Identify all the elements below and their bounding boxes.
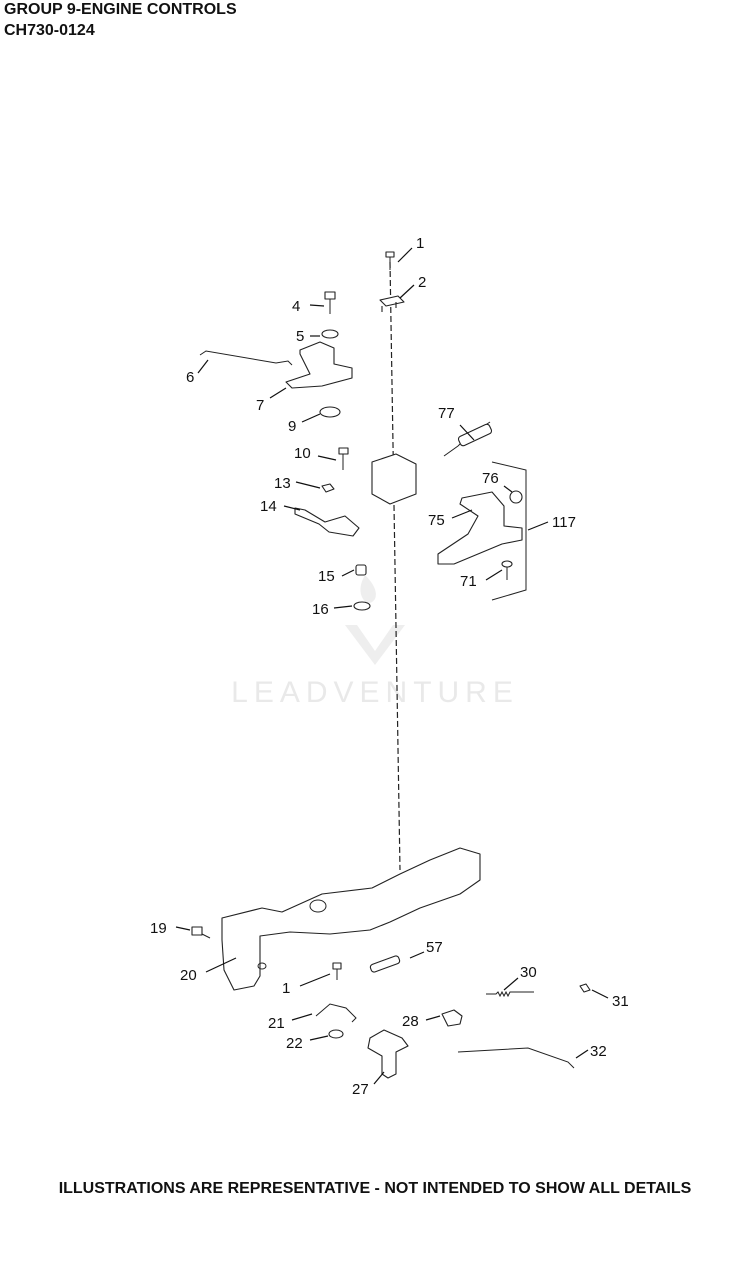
part-clip	[379, 295, 405, 312]
part-link-rod	[199, 350, 293, 366]
part-bolt	[324, 291, 336, 314]
part-lever	[294, 507, 360, 537]
part-bracket	[285, 341, 353, 389]
part-nut	[321, 483, 335, 493]
callout-1: 1	[416, 235, 424, 252]
callout-9: 9	[288, 418, 296, 435]
callout-labels: 1 2 4 5 6 7 9 10 13 14 15 16 77 76 75 11…	[150, 235, 629, 1098]
callout-21: 21	[268, 1015, 285, 1032]
callout-32: 32	[590, 1043, 607, 1060]
callout-20: 20	[180, 967, 197, 984]
part-base-plate	[221, 847, 481, 991]
callout-6: 6	[186, 369, 194, 386]
callout-75: 75	[428, 512, 445, 529]
callout-2: 2	[418, 274, 426, 291]
base-plate-hole	[309, 899, 327, 913]
part-spring-coil	[457, 423, 493, 447]
part-choke-lever	[367, 1029, 409, 1079]
part-spring-clip	[315, 1003, 357, 1023]
part-extension-spring	[369, 955, 401, 973]
part-spring-washer	[353, 601, 371, 611]
group-title: GROUP 9-ENGINE CONTROLS	[4, 1, 237, 18]
disclaimer-footer: ILLUSTRATIONS ARE REPRESENTATIVE - NOT I…	[58, 1180, 692, 1197]
part-control-rod	[457, 1047, 575, 1069]
part-flange-bolt	[191, 926, 211, 939]
callout-4: 4	[292, 298, 300, 315]
part-lock-nut	[328, 1029, 344, 1039]
base-plate-mount-hole	[257, 962, 267, 970]
part-assembly-bracket-outline	[491, 461, 527, 601]
callout-30: 30	[520, 964, 537, 981]
shaft-centerline	[389, 261, 401, 871]
part-bushing	[355, 564, 367, 576]
part-pin	[501, 560, 513, 580]
callout-7: 7	[256, 397, 264, 414]
model-code: CH730-0124	[4, 22, 95, 39]
callout-22: 22	[286, 1035, 303, 1052]
callout-19: 19	[150, 920, 167, 937]
part-screw-lower	[332, 962, 342, 980]
part-small-screw	[579, 983, 591, 993]
callout-57: 57	[426, 939, 443, 956]
callout-71: 71	[460, 573, 477, 590]
callout-13: 13	[274, 475, 291, 492]
callout-77: 77	[438, 405, 455, 422]
part-shoulder-bolt	[338, 447, 349, 470]
part-cap-nut	[509, 490, 523, 504]
part-flat-washer	[319, 406, 341, 418]
callout-28: 28	[402, 1013, 419, 1030]
callout-16: 16	[312, 601, 329, 618]
part-connector	[441, 1009, 463, 1027]
part-governor-plate	[371, 453, 417, 505]
callout-5: 5	[296, 328, 304, 345]
leader-lines	[175, 247, 609, 1085]
callout-10: 10	[294, 445, 311, 462]
callout-1-lower: 1	[282, 980, 290, 997]
callout-31: 31	[612, 993, 629, 1010]
callout-117: 117	[552, 514, 576, 531]
part-small-spring	[486, 990, 534, 998]
part-throttle-lever	[437, 491, 523, 565]
callout-15: 15	[318, 568, 335, 585]
watermark-text: LEADVENTURE	[231, 676, 519, 709]
watermark-logo: LEADVENTURE	[231, 575, 519, 709]
callout-76: 76	[482, 470, 499, 487]
part-washer	[321, 329, 339, 339]
part-screw	[385, 251, 395, 270]
callout-14: 14	[260, 498, 277, 515]
callout-27: 27	[352, 1081, 369, 1098]
